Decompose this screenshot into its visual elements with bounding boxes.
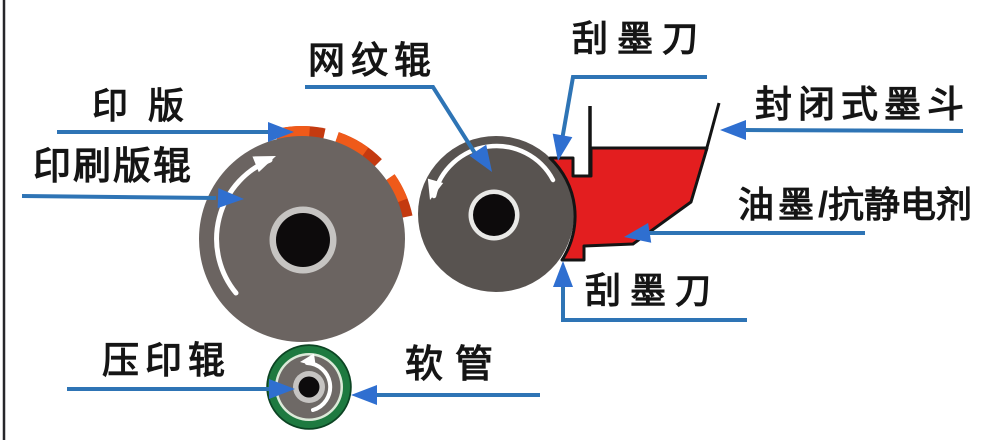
arrowhead-ink-chamber [720, 120, 746, 140]
ink-chamber-outline [548, 146, 709, 262]
label-ink-antistatic-prefix: 油墨 [738, 184, 819, 225]
rotation-arrow-head [252, 156, 276, 173]
callout-line-plate-cylinder [21, 194, 217, 200]
label-printing-plate: 印 版 [92, 85, 190, 126]
callout-line-ink-chamber [741, 128, 964, 133]
arrowhead-hose [351, 385, 377, 405]
rotation-arrow-arc [431, 143, 556, 199]
anilox-roller [418, 136, 574, 292]
rotation-arrow-head [427, 178, 444, 200]
plate-cylinder-hub [276, 213, 330, 267]
label-plate-cylinder: 印刷版辊 [33, 146, 194, 188]
rotation-arrow-head [300, 353, 316, 367]
arrowhead-doctor-blade-bottom [553, 261, 573, 287]
arrowhead-doctor-blade-top [552, 133, 573, 161]
arrowhead-printing-plate [268, 122, 294, 142]
callout-lines [21, 75, 964, 397]
callout-arrowheads [217, 120, 746, 405]
label-ink-antistatic: 油墨/抗静电剂 [738, 187, 972, 223]
anilox-hub [473, 194, 515, 236]
arrowhead-impression-roller [269, 379, 295, 399]
label-hose: 软管 [405, 344, 506, 386]
callout-line-doctor-blade-top [560, 75, 707, 141]
arrowhead-ink-antistatic [624, 223, 652, 243]
label-ink-antistatic-suffix: /抗静电剂 [818, 184, 973, 225]
arrowhead-plate-cylinder [217, 188, 244, 209]
impression-roller [266, 344, 352, 430]
callout-line-anilox [305, 85, 480, 160]
label-doctor-blade-top: 刮墨刀 [572, 18, 708, 59]
impression-roller-hub [298, 376, 320, 398]
label-impression-roller: 压印辊 [102, 340, 231, 381]
label-doctor-blade-bottom: 刮墨刀 [585, 270, 721, 311]
callout-line-doctor-blade-bottom [561, 284, 747, 322]
plate-cylinder-roller [199, 126, 413, 342]
label-enclosed-ink-chamber: 封闭式墨斗 [755, 84, 970, 125]
arrowhead-anilox [469, 144, 492, 172]
label-anilox-roller: 网纹辊 [308, 40, 437, 81]
ink-chamber-wall-line [704, 102, 721, 152]
rotation-arrow-arc [214, 157, 273, 296]
